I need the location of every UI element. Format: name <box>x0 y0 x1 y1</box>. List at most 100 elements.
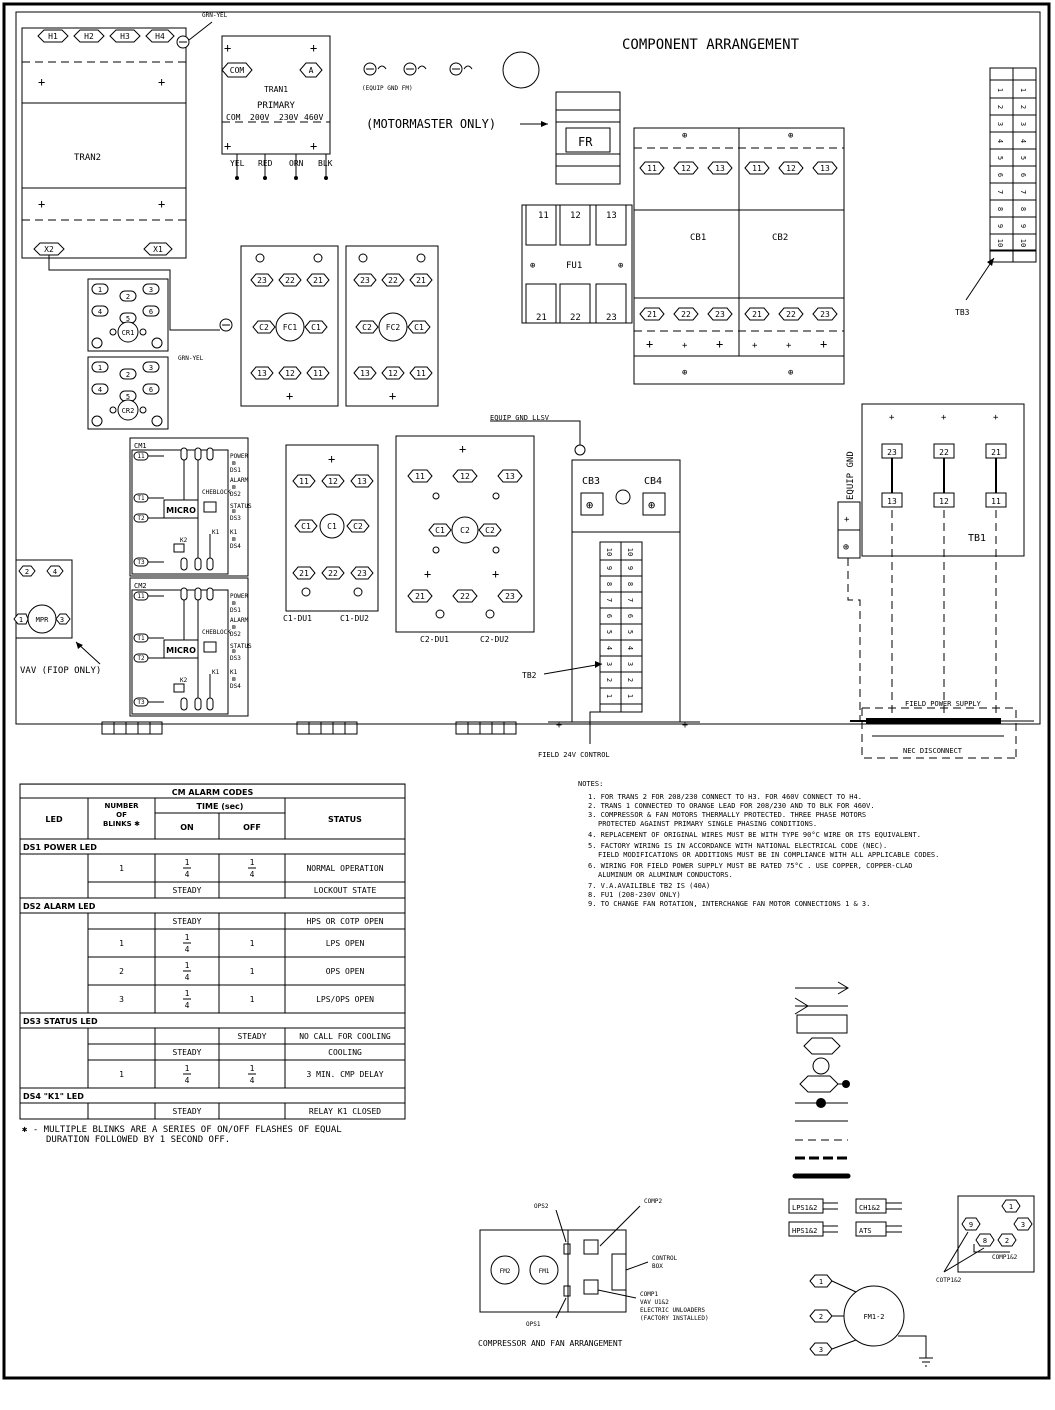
fc2-top-terminal-label: 21 <box>416 276 426 285</box>
c2-du2-label: C2-DU2 <box>480 635 509 644</box>
tb2-number: 3 <box>626 662 634 666</box>
cm-led-label: DS3 <box>230 515 241 522</box>
table-cell: 3 <box>119 995 124 1004</box>
c2-du-c1-terminal-label: C1 <box>435 526 445 535</box>
relay-pin-label: 1 <box>98 364 102 372</box>
svg-text:OPS1: OPS1 <box>526 1321 541 1328</box>
tb3-number: 3 <box>1019 122 1027 126</box>
tb3-number: 3 <box>996 122 1004 126</box>
svg-text:+: + <box>286 389 293 403</box>
tb3-number: 1 <box>996 88 1004 92</box>
svg-text:1: 1 <box>819 1278 823 1286</box>
fc1-bottom-terminal-label: 11 <box>313 369 323 378</box>
k1-label: K1 <box>212 669 220 676</box>
fraction-numerator: 1 <box>185 933 190 942</box>
tb1-top-terminal: 23 <box>887 448 897 457</box>
svg-text:+: + <box>786 341 792 351</box>
fc2-label: FC2 <box>386 323 401 332</box>
tb3-number: 9 <box>1019 224 1027 228</box>
cm-led-label: DS2 <box>230 631 241 638</box>
svg-text:COTP1&2: COTP1&2 <box>936 1277 962 1284</box>
tb2-number: 9 <box>605 566 613 570</box>
fc1-bottom-terminal-label: 12 <box>285 369 295 378</box>
svg-text:ORN: ORN <box>289 159 304 168</box>
svg-text:H4: H4 <box>155 32 165 41</box>
fraction-denominator: 4 <box>185 1076 190 1085</box>
equip-gnd-fm-screws <box>364 52 539 88</box>
svg-text:3: 3 <box>819 1346 823 1354</box>
tran1-transformer: ++ ++ COM A TRAN1 PRIMARY COM 200V 230V … <box>222 36 333 180</box>
cm-led-label: POWER <box>230 453 248 460</box>
svg-text:+: + <box>993 413 999 423</box>
tb3-number: 1 <box>1019 88 1027 92</box>
c1-du-c2-terminal-label: C2 <box>353 522 363 531</box>
note-line: ALUMINUM OR ALUMINUM CONDUCTORS. <box>598 871 733 879</box>
svg-text:⊕: ⊕ <box>530 261 535 271</box>
field-power-supply-label: FIELD POWER SUPPLY <box>905 700 982 708</box>
tran2-h2-terminal: H2 <box>74 30 104 42</box>
tb2-number: 9 <box>626 566 634 570</box>
table-cell: STEADY <box>173 886 202 895</box>
svg-text:230V: 230V <box>279 113 298 122</box>
tran2-h3-terminal: H3 <box>110 30 140 42</box>
nec-disconnect-label: NEC DISCONNECT <box>903 747 963 755</box>
fc2-bottom-terminal-label: 13 <box>360 369 370 378</box>
note-line: 3. COMPRESSOR & FAN MOTORS THERMALLY PRO… <box>588 811 866 819</box>
tran1-a-terminal: A <box>309 66 314 75</box>
cb1-bottom-terminal-label: 22 <box>681 310 691 319</box>
status-cell: OPS OPEN <box>326 967 365 976</box>
tb1-bottom-terminal: 11 <box>991 497 1001 506</box>
tb2-number: 1 <box>626 694 634 698</box>
svg-text:BLK: BLK <box>318 159 333 168</box>
fc2-top-terminal-label: 23 <box>360 276 370 285</box>
svg-text:+: + <box>328 452 335 466</box>
table-title: CM ALARM CODES <box>172 788 254 797</box>
status-cell: LPS OPEN <box>326 939 365 948</box>
svg-text:⊠: ⊠ <box>232 648 236 655</box>
micro-label: MICRO <box>166 506 196 515</box>
svg-text:22: 22 <box>570 313 581 323</box>
c2-du-bottom-terminal-label: 23 <box>505 592 515 601</box>
cm-switch-label: CHEBLOCK <box>202 489 231 496</box>
svg-text:⊠: ⊠ <box>232 508 236 515</box>
tb2-number: 2 <box>605 678 613 682</box>
fraction-denominator: 4 <box>250 1076 255 1085</box>
svg-text:11: 11 <box>538 211 549 221</box>
tb3-number: 7 <box>1019 190 1027 194</box>
field-24v-control-label: FIELD 24V CONTROL <box>538 751 610 759</box>
fc2-bottom-terminal-label: 12 <box>388 369 398 378</box>
cb2-bottom-terminal-label: 23 <box>820 310 830 319</box>
c2-du1-label: C2-DU1 <box>420 635 449 644</box>
section-label: DS3 STATUS LED <box>23 1017 98 1026</box>
svg-text:13: 13 <box>606 211 617 221</box>
tb2-number: 10 <box>626 548 634 556</box>
svg-text:9: 9 <box>969 1221 973 1229</box>
svg-text:⊠: ⊠ <box>232 676 236 683</box>
tb2-number: 8 <box>626 582 634 586</box>
relay-pin-label: 4 <box>98 308 102 316</box>
fraction-numerator: 1 <box>185 858 190 867</box>
tb3-number: 6 <box>1019 173 1027 177</box>
header-blinks: NUMBER <box>104 802 139 810</box>
header-status: STATUS <box>328 815 362 824</box>
section-label: DS2 ALARM LED <box>23 902 96 911</box>
c2-du-c2-terminal-label: C2 <box>485 526 495 535</box>
tb3-number: 6 <box>996 173 1004 177</box>
c2-du-top-terminal-label: 13 <box>505 472 515 481</box>
status-cell: NO CALL FOR COOLING <box>299 1032 391 1041</box>
c1-du-top-terminal-label: 11 <box>299 477 309 486</box>
note-line: FIELD MODIFICATIONS OR ADDITIONS MUST BE… <box>598 851 939 859</box>
svg-text:⊕: ⊕ <box>788 368 793 378</box>
section-label: DS4 "K1" LED <box>23 1092 84 1101</box>
micro-label: MICRO <box>166 646 196 655</box>
table-cell: 1 <box>250 939 255 948</box>
fc1-top-terminal-label: 21 <box>313 276 323 285</box>
svg-text:⊕: ⊕ <box>788 131 793 141</box>
c2-du-top-terminal-label: 11 <box>415 472 425 481</box>
svg-text:+: + <box>310 139 317 153</box>
tran1-com-terminal: COM <box>230 66 245 75</box>
